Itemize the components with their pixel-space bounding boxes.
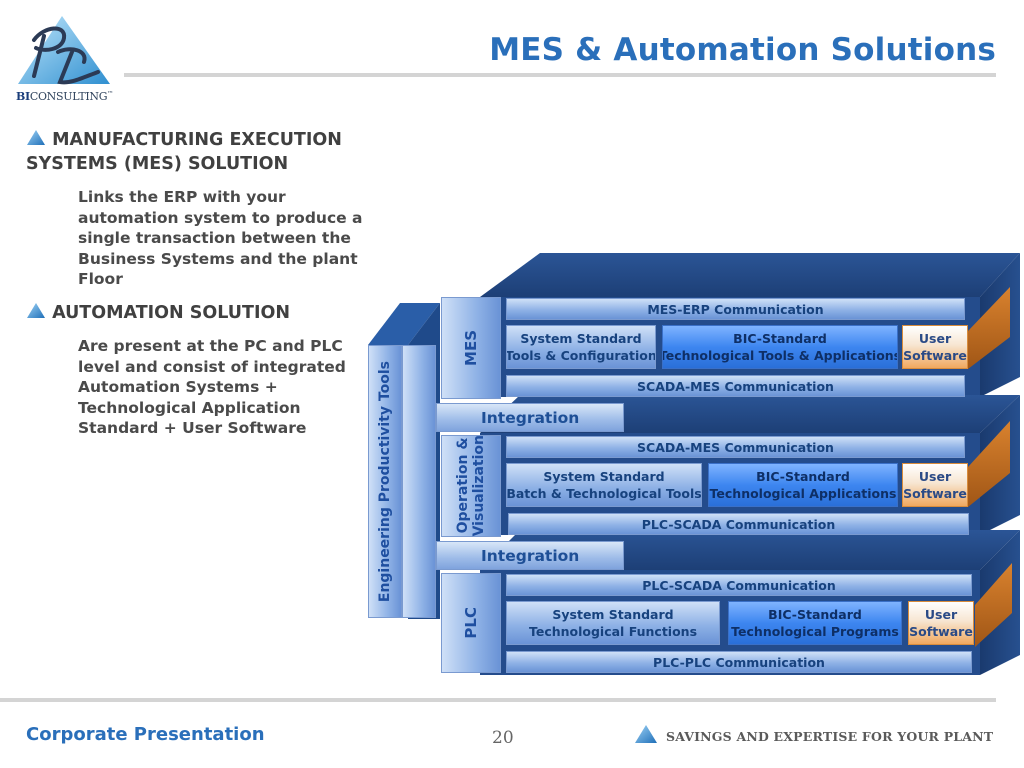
scada-bic-line1: BIC-Standard [756, 469, 850, 484]
scada-bic-standard: BIC-Standard Technological Applications [708, 463, 898, 507]
mes-bic-line1: BIC-Standard [733, 331, 827, 346]
plc-bic-standard: BIC-Standard Technological Programs [728, 601, 902, 645]
mes-description: Links the ERP with your automation syste… [78, 187, 368, 290]
automation-description: Are present at the PC and PLC level and … [78, 336, 368, 439]
automation-heading: AUTOMATION SOLUTION [26, 301, 290, 325]
scada-std-line2: Batch & Technological Tools [506, 486, 702, 501]
mes-text-line: Floor [78, 270, 123, 288]
mes-layer-label-box: MES [441, 297, 501, 399]
plc-label-box: PLC [441, 573, 501, 673]
plc-std-line1: System Standard [552, 607, 674, 622]
plc-plc-plc-communication: PLC-PLC Communication [506, 651, 972, 673]
auto-text-line: Technological Application [78, 398, 301, 417]
engineering-tools-column: Engineering Productivity Tools [368, 345, 402, 618]
integration-2-label: Integration [481, 546, 580, 565]
plc-std-line2: Technological Functions [528, 624, 698, 639]
plc-bic-line1: BIC-Standard [768, 607, 862, 622]
mes-heading: MANUFACTURING EXECUTION SYSTEMS (MES) SO… [26, 128, 376, 176]
mes-text-line: automation system to produce a [78, 208, 363, 227]
mes-erp-communication: MES-ERP Communication [506, 298, 965, 320]
footer-triangle-icon [635, 725, 657, 743]
logo-triangle-icon [18, 16, 110, 85]
footer-corporate-presentation: Corporate Presentation [26, 724, 265, 745]
mes-std-line2: Tools & Configuration [506, 348, 656, 363]
company-logo: BICONSULTING™ [14, 12, 124, 107]
plc-plc-scada-communication: PLC-SCADA Communication [506, 574, 972, 596]
title-divider [124, 73, 996, 77]
scada-system-standard: System Standard Batch & Technological To… [506, 463, 702, 507]
mes-std-line1: System Standard [520, 331, 642, 346]
engineering-tools-label: Engineering Productivity Tools [377, 360, 393, 603]
mes-user-line1: User [918, 331, 952, 346]
auto-text-line: Standard + User Software [78, 419, 307, 437]
mes-user-software: User Software [902, 325, 968, 369]
integration-bar-2: Integration [436, 541, 624, 570]
scada-user-line1: User [918, 469, 952, 484]
auto-text-line: level and consist of integrated [78, 357, 346, 376]
opvis-line1: Operation & [455, 438, 471, 534]
slide-title: MES & Automation Solutions [489, 32, 996, 68]
integration-bar-1: Integration [436, 403, 624, 432]
scada-scada-mes-communication: SCADA-MES Communication [506, 436, 965, 458]
scada-bic-line2: Technological Applications [709, 486, 897, 501]
mes-label: MES [462, 330, 480, 366]
integration-1-label: Integration [481, 408, 580, 427]
footer-tagline: SAVINGS AND EXPERTISE FOR YOUR PLANT [666, 729, 994, 744]
plc-label: PLC [462, 607, 480, 639]
opvis-line2: Visualization [471, 435, 487, 537]
scada-user-line2: Software [903, 486, 967, 501]
plc-user-software: User Software [908, 601, 974, 645]
logo-brand-bold: BI [16, 90, 30, 103]
mes-heading-line2: SYSTEMS (MES) SOLUTION [26, 154, 289, 174]
scada-user-software: User Software [902, 463, 968, 507]
logo-trademark: ™ [107, 90, 113, 98]
mes-section: MANUFACTURING EXECUTION SYSTEMS (MES) SO… [26, 128, 376, 176]
mes-scada-mes-communication: SCADA-MES Communication [506, 375, 965, 397]
operation-visualization-label: Operation & Visualization [455, 435, 487, 536]
plc-system-standard: System Standard Technological Functions [506, 601, 720, 645]
mes-text-line: single transaction between the [78, 229, 351, 247]
plc-user-line1: User [924, 607, 958, 622]
bullet-triangle-icon [27, 303, 45, 318]
integration-connector-column [402, 345, 436, 618]
mes-user-line2: Software [903, 348, 967, 363]
footer-divider [0, 698, 996, 702]
automation-heading-text: AUTOMATION SOLUTION [52, 303, 290, 323]
page-number: 20 [492, 728, 514, 748]
plc-bic-line2: Technological Programs [731, 624, 899, 639]
auto-text-line: Automation Systems + [78, 378, 278, 396]
plc-user-line2: Software [909, 624, 973, 639]
mes-heading-line1: MANUFACTURING EXECUTION [52, 130, 342, 150]
scada-plc-scada-communication: PLC-SCADA Communication [508, 513, 969, 535]
scada-std-line1: System Standard [543, 469, 665, 484]
auto-text-line: Are present at the PC and PLC [78, 337, 343, 355]
bullet-triangle-icon [27, 130, 45, 145]
mes-system-standard: System Standard Tools & Configuration [506, 325, 656, 369]
mes-bic-line2: Technological Tools & Applications [662, 348, 898, 363]
operation-visualization-label-box: Operation & Visualization [441, 435, 501, 537]
mes-text-line: Business Systems and the plant [78, 249, 358, 268]
mes-text-line: Links the ERP with your [78, 188, 286, 206]
logo-brand-rest: CONSULTING [29, 90, 108, 103]
mes-bic-standard: BIC-Standard Technological Tools & Appli… [662, 325, 898, 369]
